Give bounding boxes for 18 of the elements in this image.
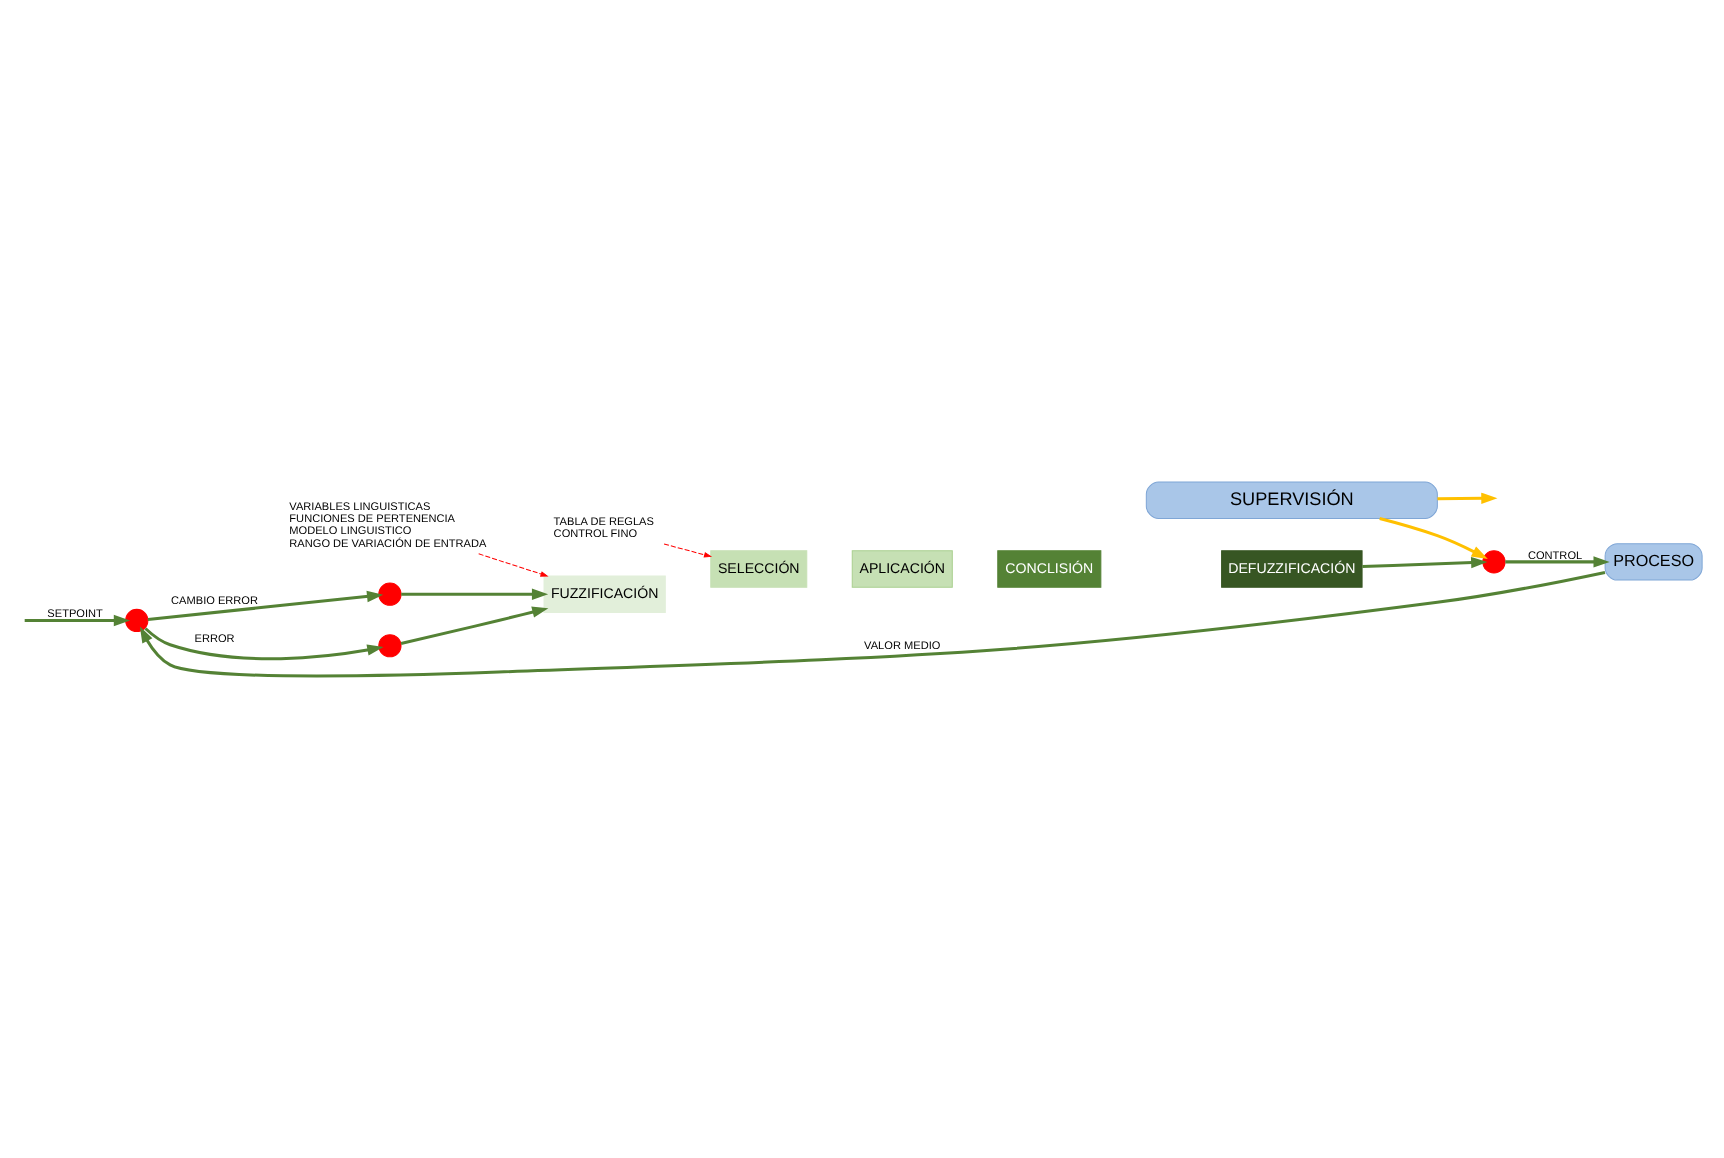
node-circle <box>1481 550 1505 574</box>
node-box: SUPERVISIÓN <box>1144 481 1437 519</box>
arrow <box>662 543 712 558</box>
node-circle <box>124 608 148 633</box>
arrow <box>1436 492 1497 504</box>
node-box: PROCESO <box>1603 543 1702 581</box>
node-circle <box>377 634 401 658</box>
arrow <box>23 614 129 627</box>
arrow <box>477 553 548 577</box>
arrow <box>146 590 383 621</box>
arrow <box>400 588 548 600</box>
arrow <box>138 570 1605 678</box>
node-circle <box>377 582 401 606</box>
arrow <box>1361 556 1487 569</box>
arrow <box>1504 556 1609 568</box>
arrow <box>399 606 548 645</box>
arrow <box>143 627 383 661</box>
arrow <box>1378 517 1487 559</box>
